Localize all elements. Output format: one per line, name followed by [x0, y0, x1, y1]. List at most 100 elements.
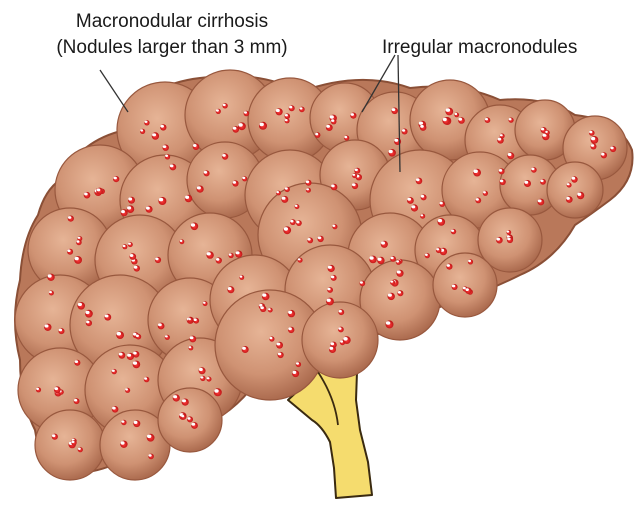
red-spot: [222, 103, 227, 108]
red-spot: [170, 164, 177, 171]
red-spot: [232, 180, 238, 186]
red-spot: [421, 194, 427, 200]
red-spot: [133, 420, 140, 427]
red-spot: [116, 331, 124, 339]
red-spot: [344, 135, 349, 140]
red-spot: [306, 180, 312, 186]
red-spot: [601, 152, 607, 158]
red-spot: [281, 196, 288, 203]
red-spot: [235, 251, 242, 258]
red-spot: [121, 209, 128, 216]
red-spot: [610, 146, 616, 152]
red-spot: [420, 214, 425, 219]
red-spot: [187, 416, 193, 422]
red-spot: [331, 275, 337, 281]
red-spot: [242, 346, 249, 353]
red-spot: [262, 293, 270, 301]
red-spot: [54, 386, 61, 393]
nodule: [433, 253, 497, 317]
red-spot: [160, 124, 166, 130]
red-spot: [577, 192, 584, 199]
red-spot: [352, 183, 358, 189]
red-spot: [295, 204, 300, 209]
red-spot: [288, 327, 294, 333]
red-spot: [500, 179, 506, 185]
red-spot: [130, 253, 137, 260]
red-spot: [173, 394, 180, 401]
red-spot: [531, 167, 537, 173]
red-spot: [239, 275, 244, 280]
red-spot: [44, 324, 51, 331]
red-spot: [391, 108, 398, 115]
red-spot: [369, 256, 377, 264]
red-spot: [120, 441, 127, 448]
red-spot: [465, 288, 471, 294]
red-spot: [507, 152, 514, 159]
red-spot: [59, 328, 65, 334]
red-spot: [200, 376, 205, 381]
red-spot: [292, 370, 299, 377]
red-spot: [185, 195, 192, 202]
red-spot: [147, 434, 155, 442]
red-spot: [74, 398, 80, 404]
red-spot: [242, 176, 247, 181]
red-spot: [268, 308, 273, 313]
red-spot: [289, 105, 295, 111]
red-spot: [216, 257, 222, 263]
red-spot: [193, 318, 199, 324]
red-spot: [260, 306, 266, 312]
red-spot: [332, 224, 337, 229]
red-spot: [425, 253, 430, 258]
red-spot: [71, 440, 76, 445]
red-spot: [222, 153, 228, 159]
red-spot: [343, 336, 351, 344]
red-spot: [285, 118, 290, 123]
red-spot: [158, 323, 165, 330]
red-spot: [191, 422, 198, 429]
red-spot: [134, 265, 140, 271]
red-spot: [152, 132, 159, 139]
red-spot: [360, 281, 366, 287]
red-spot: [113, 176, 119, 182]
red-spot: [497, 137, 504, 144]
red-spot: [483, 191, 488, 196]
red-spot: [407, 197, 414, 204]
red-spot: [52, 434, 58, 440]
red-spot: [182, 399, 189, 406]
red-spot: [326, 124, 333, 131]
red-spot: [545, 130, 550, 135]
red-spot: [589, 130, 595, 136]
red-spot: [377, 257, 384, 264]
red-spot: [144, 377, 150, 383]
red-spot: [189, 346, 194, 351]
red-spot: [338, 327, 344, 333]
red-spot: [473, 169, 481, 177]
red-spot: [227, 286, 234, 293]
red-spot: [188, 318, 193, 323]
label-macronodular-cirrhosis: Macronodular cirrhosis: [76, 11, 268, 32]
red-spot: [136, 334, 142, 340]
red-spot: [74, 256, 82, 264]
red-spot: [269, 336, 274, 341]
red-spot: [396, 260, 401, 265]
red-spot: [591, 136, 599, 144]
red-spot: [244, 111, 250, 117]
red-spot: [285, 113, 291, 119]
red-spot: [591, 144, 597, 150]
red-spot: [229, 253, 234, 258]
red-spot: [85, 310, 93, 318]
red-spot: [119, 352, 126, 359]
red-spot: [128, 197, 135, 204]
red-spot: [438, 218, 446, 226]
red-spot: [155, 257, 161, 263]
red-spot: [327, 287, 333, 293]
red-spot: [285, 187, 290, 192]
red-spot: [388, 293, 395, 300]
red-spot: [148, 454, 154, 460]
label-nodule-size: (Nodules larger than 3 mm): [56, 37, 287, 58]
red-spot: [331, 119, 337, 125]
red-spot: [290, 219, 296, 225]
red-spot: [278, 352, 284, 358]
red-spot: [326, 298, 334, 306]
red-spot: [84, 192, 91, 199]
